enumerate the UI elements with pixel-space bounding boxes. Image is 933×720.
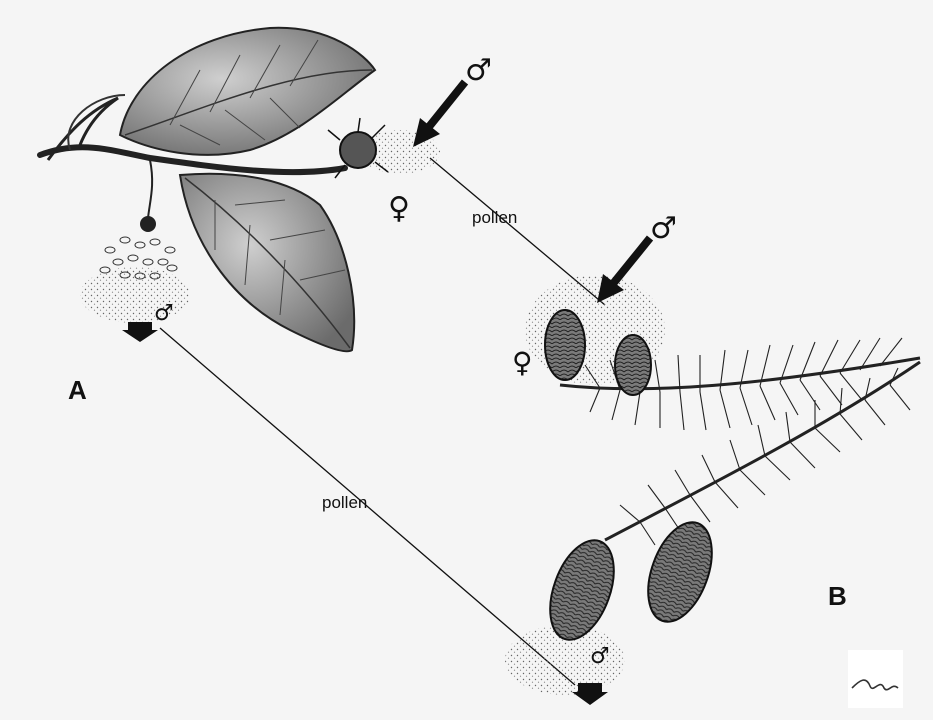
spruce-branch-illustration bbox=[505, 275, 920, 708]
female-symbol-b: ♀ bbox=[512, 346, 533, 379]
beech-male-catkin bbox=[100, 160, 177, 279]
pollen-label-lower: pollen bbox=[322, 493, 367, 512]
male-symbol-top-a: ♂ bbox=[465, 53, 492, 88]
male-symbol-catkin-a: ♂ bbox=[154, 301, 174, 326]
male-symbol-bottom-b: ♂ bbox=[590, 644, 610, 669]
spruce-mature-cones bbox=[538, 514, 724, 649]
panel-label-a: A bbox=[68, 375, 87, 405]
male-symbol-top-b: ♂ bbox=[650, 211, 677, 246]
pollen-label-upper: pollen bbox=[472, 208, 517, 227]
female-symbol-a: ♀ bbox=[388, 191, 410, 226]
down-arrow-a bbox=[122, 322, 158, 342]
beech-leaf-upper bbox=[120, 28, 375, 155]
pollen-line-lower bbox=[160, 328, 575, 685]
panel-label-b: B bbox=[828, 581, 847, 611]
beech-branch-illustration bbox=[40, 28, 440, 352]
beech-leaf-lower bbox=[180, 174, 354, 352]
pollen-arrow-upper-a bbox=[413, 82, 465, 147]
